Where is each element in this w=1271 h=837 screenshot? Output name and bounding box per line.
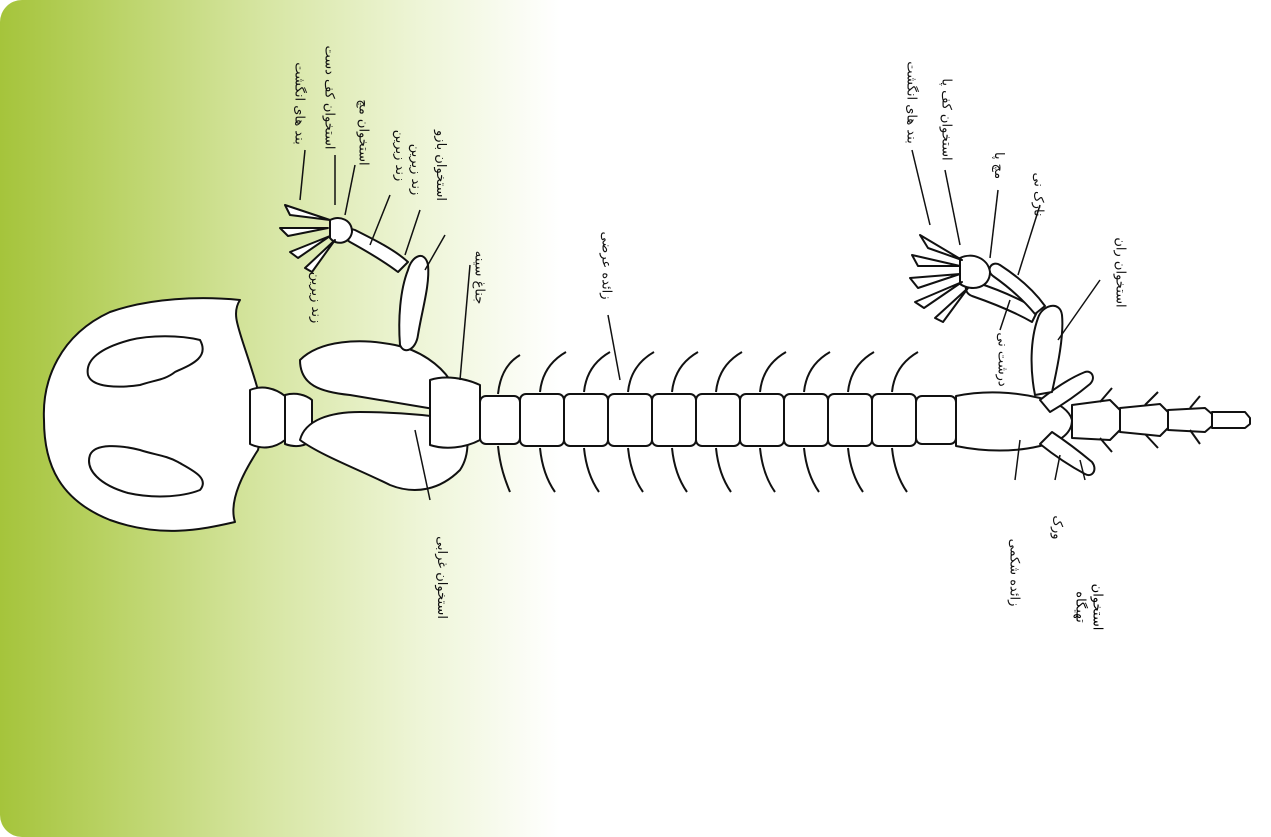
label-ilium-line1: استخوان bbox=[1088, 584, 1105, 631]
label-metacarpal: استخوان کف دست bbox=[322, 45, 337, 149]
label-coracoid: استخوان غرابی bbox=[434, 536, 449, 619]
toe-1 bbox=[920, 235, 962, 260]
ribs-upper bbox=[498, 352, 918, 394]
label-sternum: جناغ سینه bbox=[471, 251, 486, 305]
finger-1 bbox=[285, 205, 330, 220]
label-ventral-process: زائده شکمی bbox=[1006, 539, 1021, 607]
label-front-phalanges: بند های انگشت bbox=[292, 62, 307, 144]
label-ilium: استخوان تهیگاه bbox=[1071, 584, 1105, 631]
label-radius: زند زبرین bbox=[392, 130, 407, 181]
ribs-lower bbox=[498, 446, 907, 492]
forearm bbox=[345, 229, 408, 272]
sternum bbox=[430, 378, 480, 448]
label-humerus: استخوان بازو bbox=[433, 130, 448, 201]
ankle bbox=[960, 256, 990, 288]
label-hind-phalanges: بند های انگشت bbox=[904, 61, 919, 143]
label-radius-ulna: زند زیرین bbox=[308, 272, 323, 323]
label-femur: استخوان ران bbox=[1113, 237, 1128, 307]
vertebral-column bbox=[480, 394, 956, 446]
humerus bbox=[399, 256, 428, 350]
label-transverse-process: زائده عرضی bbox=[599, 231, 614, 299]
label-carpal: استخوان مچ bbox=[356, 99, 371, 165]
label-fibula: نازک نی bbox=[1031, 172, 1046, 216]
femur bbox=[1032, 306, 1063, 395]
atlas-vertebra bbox=[250, 388, 285, 448]
label-radius-lower: زند زیرین bbox=[408, 144, 423, 195]
label-pubis: ورک bbox=[1050, 515, 1065, 539]
wrist bbox=[330, 218, 352, 243]
finger-2 bbox=[280, 228, 328, 236]
label-metatarsal: استخوان کف پا bbox=[939, 78, 954, 160]
label-tibia: درشت نی bbox=[995, 332, 1010, 386]
label-ilium-line2: تهیگاه bbox=[1071, 584, 1088, 631]
tail-vertebrae bbox=[1072, 400, 1250, 440]
label-tarsal: مچ پا bbox=[991, 152, 1006, 179]
